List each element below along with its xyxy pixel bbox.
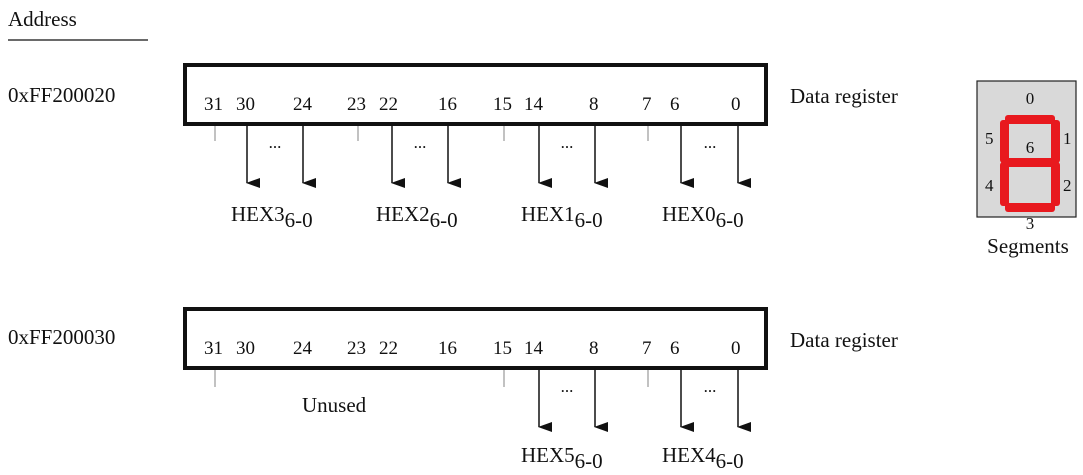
field-ellipsis: ...: [414, 133, 427, 152]
bit-label: 22: [379, 338, 398, 359]
field-ellipsis: ...: [269, 133, 282, 152]
bit-label: 30: [236, 94, 255, 115]
bit-label: 6: [670, 94, 680, 115]
bit-label: 7: [642, 94, 652, 115]
unused-label: Unused: [302, 393, 367, 417]
field-name-hex5: HEX56-0: [521, 443, 603, 473]
register1-box: [183, 63, 768, 126]
bit-label: 24: [293, 338, 313, 359]
bit-label: 31: [204, 94, 223, 115]
field-name-hex0: HEX06-0: [662, 202, 744, 232]
register1-bit-labels: 31 30 24 23 22 16 15 14 8 7 6 0: [204, 94, 741, 115]
bit-label: 16: [438, 94, 457, 115]
register2-address: 0xFF200030: [8, 325, 115, 349]
bit-label: 14: [524, 94, 544, 115]
field-name-hex4: HEX46-0: [662, 443, 744, 473]
segment-5: [1000, 120, 1009, 163]
segment-number-4: 4: [985, 176, 994, 195]
bit-label: 8: [589, 338, 599, 359]
field-name-hex1: HEX16-0: [521, 202, 603, 232]
segment-number-1: 1: [1063, 129, 1072, 148]
segment-number-2: 2: [1063, 176, 1072, 195]
register2-bit-labels: 31 30 24 23 22 16 15 14 8 7 6 0: [204, 338, 741, 359]
field-name-hex2: HEX26-0: [376, 202, 458, 232]
bit-label: 22: [379, 94, 398, 115]
segment-number-5: 5: [985, 129, 994, 148]
register1-arrows: [246, 124, 751, 188]
register2-arrows: [538, 368, 751, 432]
segment-numbers: 0 1 2 3 4 5 6: [985, 89, 1072, 233]
segment-2: [1051, 162, 1060, 206]
bit-label: 15: [493, 338, 512, 359]
segment-number-6: 6: [1026, 138, 1035, 157]
segment-3: [1005, 203, 1055, 212]
register1-ellipses: ... ... ... ...: [269, 133, 717, 152]
register2-box: [183, 307, 768, 370]
register1-ticks: [214, 126, 649, 141]
bit-label: 24: [293, 94, 313, 115]
register1-label: Data register: [790, 84, 898, 108]
bit-label: 6: [670, 338, 680, 359]
bit-label: 0: [731, 94, 741, 115]
segments-caption: Segments: [987, 234, 1069, 258]
segment-1: [1051, 120, 1060, 163]
bit-label: 31: [204, 338, 223, 359]
field-ellipsis: ...: [561, 133, 574, 152]
register2-ellipses: ... ...: [561, 377, 717, 396]
bit-label: 15: [493, 94, 512, 115]
segment-0: [1005, 115, 1055, 124]
bit-label: 30: [236, 338, 255, 359]
bit-label: 16: [438, 338, 457, 359]
segment-shapes: [1000, 115, 1060, 212]
bit-label: 8: [589, 94, 599, 115]
segment-number-0: 0: [1026, 89, 1035, 108]
bit-label: 7: [642, 338, 652, 359]
bit-label: 23: [347, 338, 366, 359]
register1-field-names: HEX36-0 HEX26-0 HEX16-0 HEX06-0: [231, 202, 744, 232]
field-ellipsis: ...: [561, 377, 574, 396]
field-ellipsis: ...: [704, 377, 717, 396]
register2-label: Data register: [790, 328, 898, 352]
register1-address: 0xFF200020: [8, 83, 115, 107]
field-ellipsis: ...: [704, 133, 717, 152]
segment-number-3: 3: [1026, 214, 1035, 233]
segment-4: [1000, 162, 1009, 206]
address-header: Address: [8, 7, 77, 31]
bit-label: 0: [731, 338, 741, 359]
segment-6: [1005, 158, 1055, 167]
register2-field-names: HEX56-0 HEX46-0: [521, 443, 744, 473]
field-name-hex3: HEX36-0: [231, 202, 313, 232]
seven-segment-display: 0 1 2 3 4 5 6 Segments: [976, 80, 1077, 258]
bit-label: 23: [347, 94, 366, 115]
register2-ticks: [214, 370, 649, 387]
bit-label: 14: [524, 338, 544, 359]
